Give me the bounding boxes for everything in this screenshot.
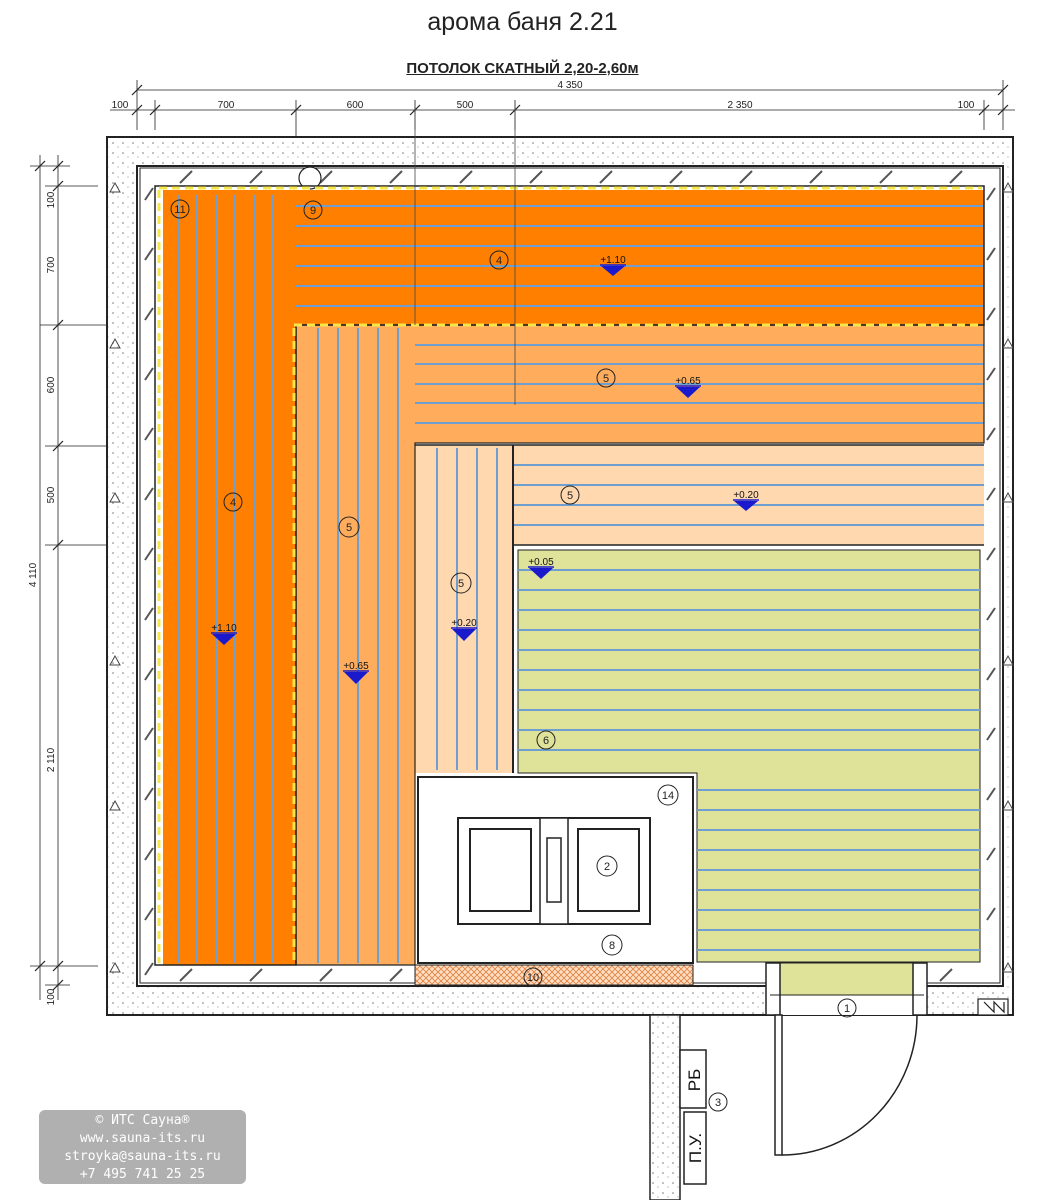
callouts <box>170 199 857 1112</box>
callout-3: 3 <box>715 1097 721 1109</box>
valve-icon <box>977 998 1009 1016</box>
callout-5-low-left: 5 <box>458 578 464 590</box>
dim-top-1: 100 <box>112 100 129 111</box>
copyright-box: © ИТС Сауна® www.sauna-its.ru stroyka@sa… <box>39 1110 246 1184</box>
dim-left-1: 100 <box>46 191 57 208</box>
level-marker-floor: +0.05 <box>528 557 554 579</box>
level-marker-top-lower: +0.20 <box>733 490 759 511</box>
dim-left-5: 2 110 <box>46 747 57 772</box>
drawing-title: арома баня 2.21 <box>427 8 618 36</box>
svg-text:+0.65: +0.65 <box>675 376 701 387</box>
dim-left-total: 4 110 <box>28 562 39 587</box>
callout-11: 11 <box>174 204 185 216</box>
bench-middle-left <box>296 325 415 965</box>
partition-wall <box>649 1014 707 1200</box>
bench-lower-left <box>415 445 513 773</box>
drawing-subtitle: ПОТОЛОК СКАТНЫЙ 2,20-2,60м <box>406 60 639 77</box>
dim-top-6: 100 <box>958 100 975 111</box>
dim-top-3: 600 <box>347 100 364 111</box>
dim-top-2: 700 <box>218 100 235 111</box>
callout-14: 14 <box>662 790 674 802</box>
stove-base-insulation <box>414 964 694 986</box>
callout-5-mid-top: 5 <box>603 373 609 385</box>
callout-4-top: 4 <box>496 255 502 267</box>
level-marker-left-lower: +0.20 <box>451 618 477 641</box>
copyright-email[interactable]: stroyka@sauna-its.ru <box>64 1149 221 1164</box>
pu-label: П.У. <box>686 1133 705 1163</box>
callout-2: 2 <box>604 861 610 873</box>
callout-9: 9 <box>310 205 316 217</box>
dim-top-5: 2 350 <box>727 100 752 111</box>
copyright-phone: +7 495 741 25 25 <box>79 1167 206 1182</box>
callout-1: 1 <box>844 1003 850 1015</box>
copyright-line: © ИТС Сауна® <box>95 1113 190 1128</box>
dim-left-2: 700 <box>46 256 57 273</box>
callout-4-left: 4 <box>230 497 236 509</box>
dim-left-6: 100 <box>46 988 57 1005</box>
svg-text:+0.20: +0.20 <box>733 490 759 501</box>
level-marker-top-middle: +0.65 <box>675 376 701 398</box>
stove-enclosure <box>417 776 694 964</box>
bench-lower-top <box>513 445 984 545</box>
dim-top-total: 4 350 <box>557 80 582 91</box>
svg-text:+0.05: +0.05 <box>528 557 554 568</box>
copyright-website[interactable]: www.sauna-its.ru <box>79 1131 206 1146</box>
dim-left-4: 500 <box>46 486 57 503</box>
level-marker-left-middle: +0.65 <box>343 661 369 684</box>
callout-10: 10 <box>527 972 539 984</box>
bench-middle-top <box>415 325 984 443</box>
svg-text:+1.10: +1.10 <box>600 255 626 266</box>
bench-upper-left <box>163 190 296 965</box>
rb-label: РБ <box>685 1069 704 1092</box>
svg-text:+1.10: +1.10 <box>211 623 237 634</box>
entrance-door <box>765 962 928 1156</box>
callout-5-mid-left: 5 <box>346 522 352 534</box>
level-marker-top-upper: +1.10 <box>600 255 626 276</box>
bench-upper-top <box>296 190 984 325</box>
floor-grate <box>517 549 981 963</box>
svg-text:+0.65: +0.65 <box>343 661 369 672</box>
grid-lines <box>414 100 516 405</box>
dim-top-4: 500 <box>457 100 474 111</box>
callout-5-low-top: 5 <box>567 490 573 502</box>
dim-left-3: 600 <box>46 376 57 393</box>
callout-8: 8 <box>609 940 615 952</box>
bench-outlines <box>154 185 985 966</box>
callout-6: 6 <box>543 735 549 747</box>
level-markers: +1.10 +0.65 +0.20 +0.05 +1.10 +0.65 <box>211 255 759 684</box>
level-marker-left-upper: +1.10 <box>211 623 237 645</box>
svg-text:+0.20: +0.20 <box>451 618 477 629</box>
